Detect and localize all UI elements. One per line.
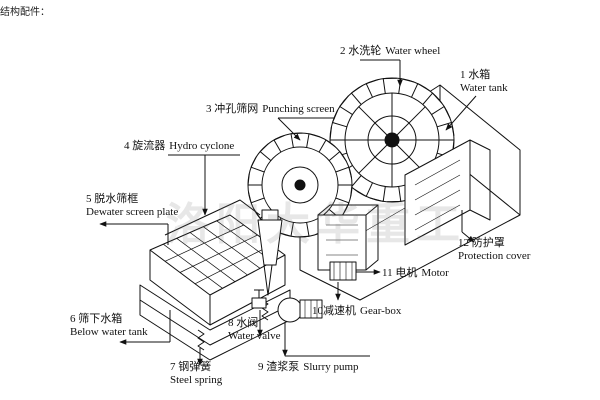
bucket [382,77,397,94]
callout-5-dewater-screen: 5 脱水筛框 Dewater screen plate [86,193,179,218]
callout-6-below-water-tank: 6 筛下水箱 Below water tank [70,313,148,338]
spoke [358,144,388,174]
bucket [279,222,294,237]
bucket [335,166,353,179]
bucket [369,186,386,202]
bucket [431,106,451,119]
bucket [328,151,347,162]
leader-12b [461,231,475,243]
leader-lines [99,59,477,366]
screen-grid-line [194,244,272,285]
watermark: 洛阳大华重工 [166,199,466,250]
bucket [247,173,262,186]
bucket [350,84,363,105]
bucket [247,191,265,204]
bucket [339,95,353,116]
bucket [259,143,272,161]
bucket [398,78,415,94]
bucket [250,156,265,173]
leader-3 [277,117,301,141]
bucket [338,184,353,197]
slurry-pump [277,297,323,323]
protection-cover [404,139,491,246]
header-text: 结构配件： [0,7,50,18]
bucket [436,122,455,136]
callout-1-water-tank: 1 水箱 Water tank [460,69,508,94]
callout-12-protection-cover: 12 防护罩 Protection cover [458,237,531,262]
bucket [354,182,373,197]
callout-7-steel-spring: 7 钢弹簧 Steel spring [170,361,223,386]
water-valve [251,289,267,309]
hydro-cyclone [257,209,283,296]
spoke [396,106,426,136]
gear-box [317,204,379,271]
bucket [306,133,321,148]
bucket [332,109,348,128]
steel-spring [197,299,269,351]
callout-8-water-valve: 8 水阀 Water valve [228,317,281,342]
bucket [387,186,402,203]
bucket [273,134,285,153]
bucket [329,126,345,141]
bucket [335,197,350,214]
bucket [411,83,430,98]
leader-1 [445,95,477,131]
bucket [318,139,336,153]
motor [329,261,357,281]
screen-grid-line [179,234,258,273]
spoke [358,106,388,136]
bucket [365,78,380,98]
screen-grid-line [164,224,244,262]
bucket [422,92,443,105]
bucket [297,222,310,238]
bucket [290,132,303,148]
